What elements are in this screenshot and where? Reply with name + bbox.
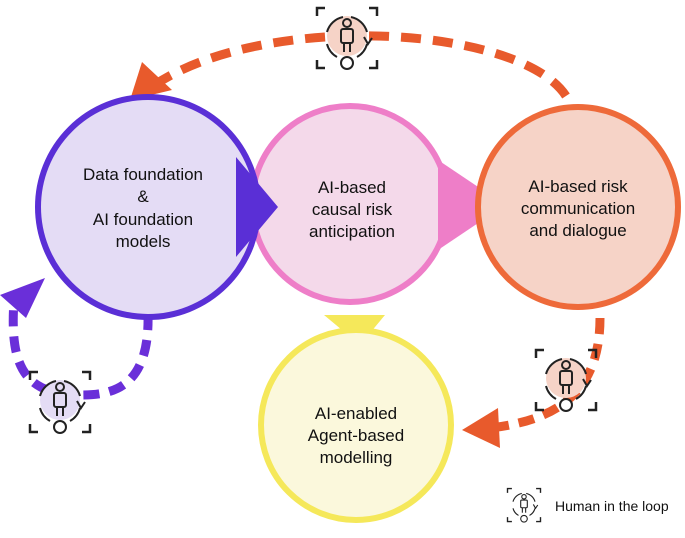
node-risk-communication-line-1: AI-based risk [528, 177, 628, 196]
human-in-loop-badge-top [315, 6, 379, 71]
node-data-foundation-line-4: models [116, 232, 171, 251]
node-data-foundation: Data foundation & AI foundation models [35, 94, 278, 320]
node-data-foundation-line-3: AI foundation [93, 210, 193, 229]
node-causal-risk-line-2: causal risk [312, 200, 393, 219]
node-data-foundation-line-2: & [137, 187, 149, 206]
node-causal-risk-line-3: anticipation [309, 222, 395, 241]
node-causal-risk-line-1: AI-based [318, 178, 386, 197]
left-loop-arrow [0, 278, 153, 400]
human-in-loop-badge-right [534, 348, 598, 413]
legend: Human in the loop [506, 487, 669, 523]
node-risk-communication-line-3: and dialogue [529, 221, 626, 240]
human-in-loop-badge-left [28, 370, 92, 435]
node-risk-communication: AI-based risk communication and dialogue [475, 104, 681, 310]
node-causal-risk: AI-based causal risk anticipation [249, 103, 505, 305]
node-agent-modelling-line-3: modelling [320, 448, 393, 467]
top-loop-arrow [130, 31, 570, 100]
node-agent-modelling-line-1: AI-enabled [315, 404, 397, 423]
node-agent-modelling-line-2: Agent-based [308, 426, 404, 445]
node-risk-communication-line-2: communication [521, 199, 635, 218]
node-data-foundation-line-1: Data foundation [83, 165, 203, 184]
legend-human-loop-icon [506, 487, 542, 523]
legend-label: Human in the loop [555, 498, 669, 514]
node-agent-modelling: AI-enabled Agent-based modelling [258, 315, 454, 523]
